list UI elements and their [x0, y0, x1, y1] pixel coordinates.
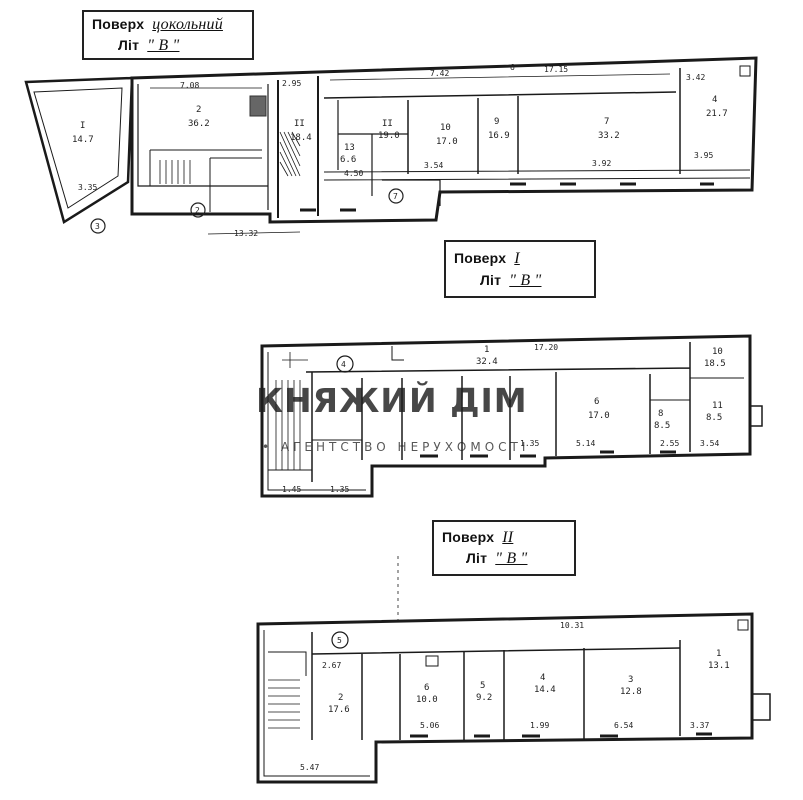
room-number: 4 [712, 95, 717, 105]
dimension-label: 1.45 [282, 485, 301, 494]
room-area: 8.5 [706, 413, 722, 423]
floor-value: цокольний [152, 16, 223, 33]
room-number: 10 [440, 123, 451, 133]
lit-caption: Літ [466, 550, 488, 566]
dimension-label: 1.35 [520, 439, 539, 448]
dimension-label: 1.99 [530, 721, 549, 730]
dimension-label: 3.37 [690, 721, 709, 730]
room-number: 6 [594, 397, 599, 407]
room-area: 17.6 [328, 705, 350, 715]
dimension-label: 5.06 [420, 721, 439, 730]
room-area: 32.4 [476, 357, 498, 367]
room-number: 11 [712, 401, 723, 411]
room-number: 13 [344, 143, 355, 153]
dimension-label: 5.47 [300, 763, 319, 772]
floor-caption: Поверх [442, 529, 495, 545]
section-marker: 5 [337, 636, 342, 645]
room-number: 6 [424, 683, 429, 693]
room-number: 9 [494, 117, 499, 127]
section-marker: 4 [341, 360, 346, 369]
floor-value: I [514, 250, 520, 267]
first-floor-plan [260, 334, 763, 498]
room-area: 17.0 [436, 137, 458, 147]
dimension-label: 7.42 [430, 69, 449, 78]
lit-caption: Літ [480, 272, 502, 288]
dimension-label: 13.32 [234, 229, 258, 238]
dimension-label: 2.67 [322, 661, 341, 670]
floor-caption: Поверх [454, 250, 507, 266]
room-area: 14.7 [72, 135, 94, 145]
dimension-label: 3.54 [700, 439, 719, 448]
room-area: 10.0 [416, 695, 438, 705]
room-area: 13.1 [708, 661, 730, 671]
lit-caption: Літ [118, 37, 140, 53]
room-number: 7 [604, 117, 609, 127]
floor-label-first: Поверх I Літ " В " [444, 240, 596, 298]
room-number: 8 [658, 409, 663, 419]
basement-plan [24, 56, 758, 235]
room-area: 12.8 [620, 687, 642, 697]
room-area: 33.2 [598, 131, 620, 141]
dimension-label: 2.95 [282, 79, 301, 88]
section-marker: 2 [195, 206, 200, 215]
watermark-title: КНЯЖИЙ ДІМ [256, 381, 528, 420]
dimension-label: 17.15 [544, 65, 568, 74]
floor-label-basement: Поверх цокольний Літ " В " [82, 10, 254, 60]
room-area: 21.7 [706, 109, 728, 119]
room-number: 2 [338, 693, 343, 703]
room-number: 3 [628, 675, 633, 685]
room-area: 18.4 [290, 133, 312, 143]
watermark-subtitle: • АГЕНТСТВО НЕРУХОМОСТІ [262, 440, 530, 454]
room-area: 16.9 [488, 131, 510, 141]
room-number: 4 [540, 673, 545, 683]
dimension-label: 10.31 [560, 621, 584, 630]
room-number: 5 [480, 681, 485, 691]
room-area: 19.0 [378, 131, 400, 141]
floor-caption: Поверх [92, 16, 145, 32]
room-area: 36.2 [188, 119, 210, 129]
room-number: II [382, 119, 393, 129]
second-floor-plan [256, 556, 771, 784]
dimension-label: 6.54 [614, 721, 633, 730]
dimension-label: 2.55 [660, 439, 679, 448]
dimension-label: 5.14 [576, 439, 595, 448]
dimension-label: 7.08 [180, 81, 199, 90]
section-marker: 6 [510, 63, 515, 72]
dimension-label: 3.95 [694, 151, 713, 160]
dimension-label: 1.35 [330, 485, 349, 494]
lit-value: " В " [147, 37, 180, 54]
dimension-label: 17.20 [534, 343, 558, 352]
room-number: II [294, 119, 305, 129]
lit-value: " В " [509, 272, 542, 289]
room-area: 18.5 [704, 359, 726, 369]
room-number: 1 [716, 649, 721, 659]
dimension-label: 4.50 [344, 169, 363, 178]
room-number: 2 [196, 105, 201, 115]
room-area: 17.0 [588, 411, 610, 421]
room-number: 1 [484, 345, 489, 355]
section-marker: 7 [393, 192, 398, 201]
room-number: I [80, 121, 85, 131]
room-number: 10 [712, 347, 723, 357]
room-area: 14.4 [534, 685, 556, 695]
lit-value: " В " [495, 550, 528, 567]
room-area: 9.2 [476, 693, 492, 703]
floor-value: II [502, 529, 514, 546]
dimension-label: 3.35 [78, 183, 97, 192]
room-area: 6.6 [340, 155, 356, 165]
dimension-label: 3.54 [424, 161, 443, 170]
floor-label-second: Поверх II Літ " В " [432, 520, 576, 576]
dimension-label: 3.92 [592, 159, 611, 168]
section-marker: 3 [95, 222, 100, 231]
room-area: 8.5 [654, 421, 670, 431]
dimension-label: 3.42 [686, 73, 705, 82]
